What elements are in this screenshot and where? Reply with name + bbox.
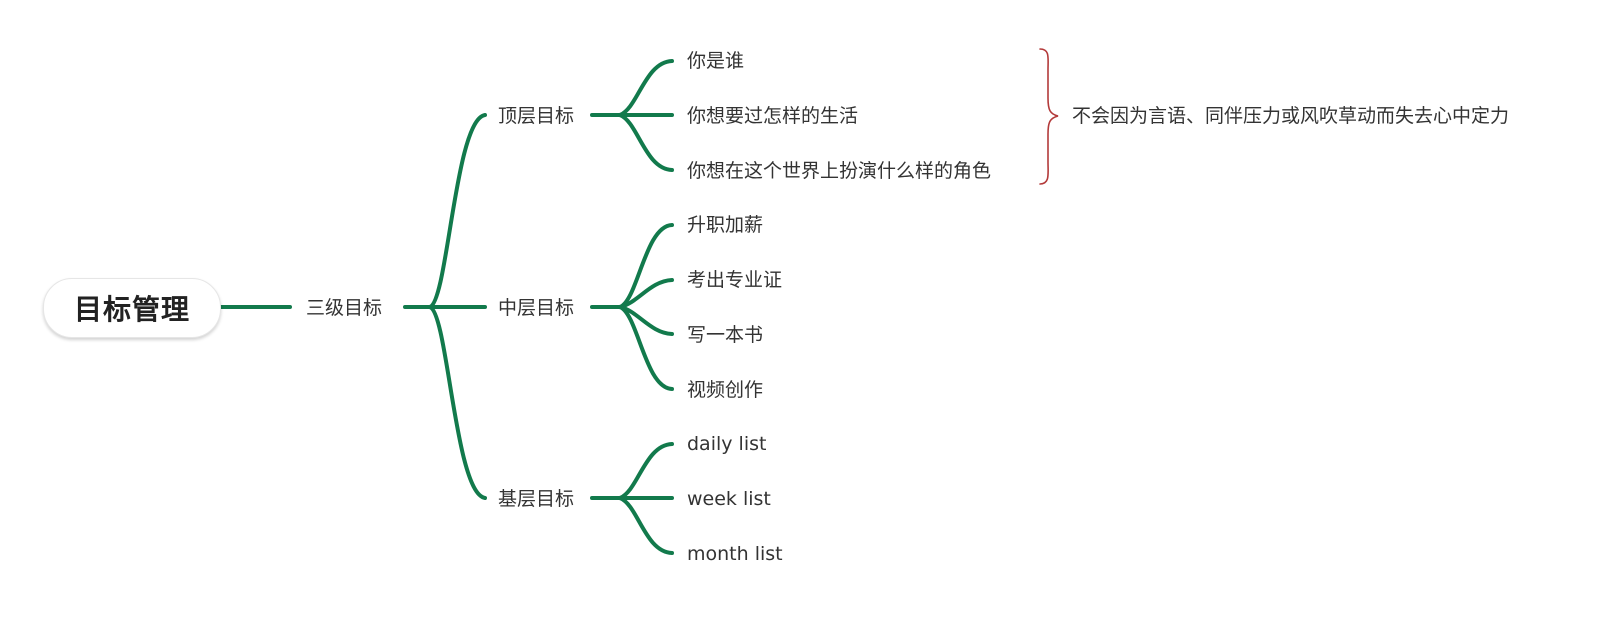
leaf-line-certificate	[618, 278, 674, 309]
group-node-base[interactable]: 基层目标	[498, 488, 575, 510]
leaf-line-promotion	[618, 223, 674, 309]
level1-node[interactable]: 三级目标	[306, 297, 383, 319]
leaf-node[interactable]: 考出专业证	[687, 269, 783, 291]
leaf-node[interactable]: 写一本书	[687, 324, 764, 346]
leaf-node[interactable]: 你想在这个世界上扮演什么样的角色	[687, 160, 992, 182]
leaf-node[interactable]: 升职加薪	[687, 214, 764, 236]
leaf-node[interactable]: 你想要过怎样的生活	[687, 105, 859, 127]
leaf-node[interactable]: daily list	[687, 433, 767, 455]
leaf-node[interactable]: month list	[687, 543, 783, 565]
branch-base-goal	[428, 305, 487, 500]
summary-node[interactable]: 不会因为言语、同伴压力或风吹草动而失去心中定力	[1072, 105, 1510, 127]
root-label: 目标管理	[73, 293, 190, 326]
group-node-top[interactable]: 顶层目标	[498, 105, 575, 127]
leaf-line-who	[618, 59, 674, 117]
summary-bracket	[1039, 48, 1059, 185]
leaf-node[interactable]: 你是谁	[687, 50, 745, 72]
branch-top-goal	[428, 113, 487, 309]
leaf-line-month	[618, 496, 674, 555]
leaf-line-book	[618, 305, 674, 336]
leaf-line-role	[618, 113, 674, 172]
leaf-line-daily	[618, 442, 674, 500]
group-node-mid[interactable]: 中层目标	[498, 297, 575, 319]
leaf-node[interactable]: 视频创作	[687, 379, 764, 401]
leaf-node[interactable]: week list	[687, 488, 771, 510]
root-node[interactable]: 目标管理	[43, 278, 221, 338]
leaf-line-video	[618, 305, 674, 391]
